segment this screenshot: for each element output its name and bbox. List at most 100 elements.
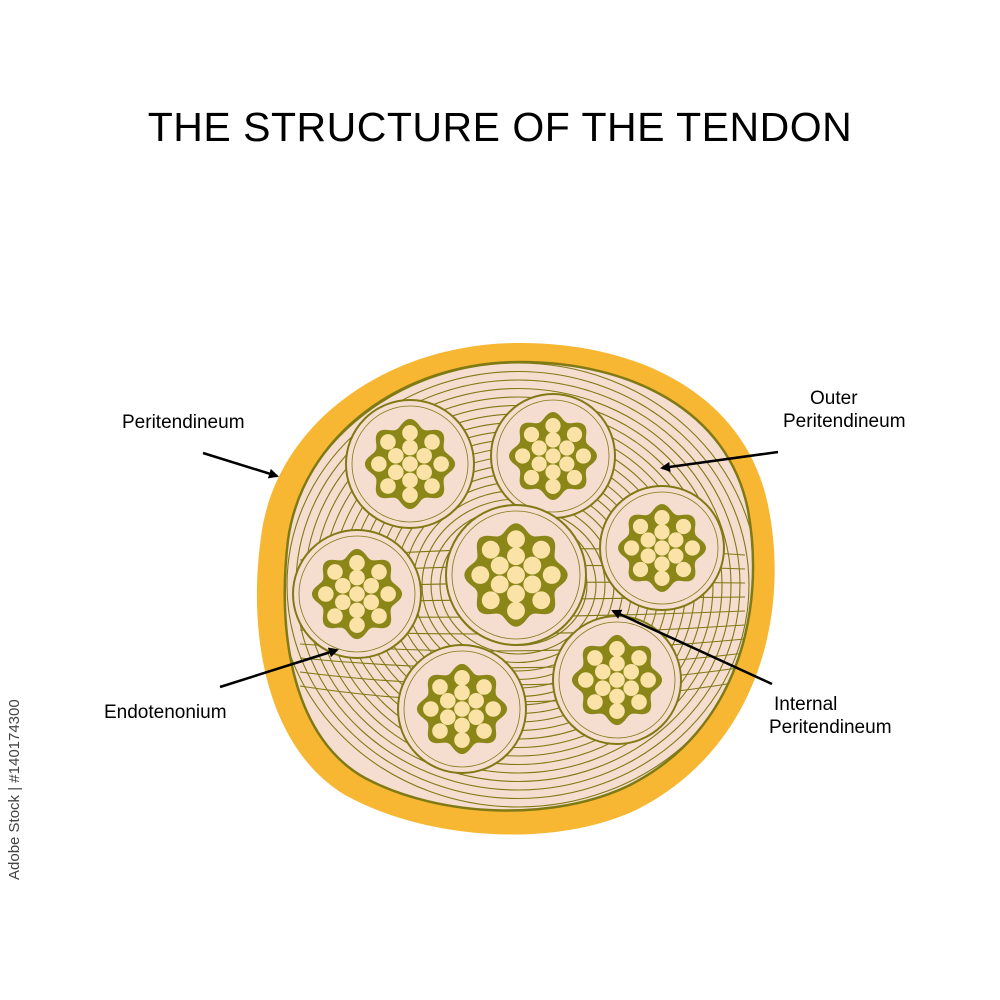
fibril — [587, 650, 603, 666]
fibril — [531, 440, 547, 456]
fibril — [423, 701, 439, 717]
fibril — [566, 426, 583, 443]
fibril — [454, 670, 470, 686]
fibril — [440, 709, 456, 725]
fiber-line — [286, 370, 750, 800]
label-peritendineum: Peritendineum — [122, 412, 245, 433]
fibril — [523, 575, 542, 594]
fibril — [515, 448, 531, 464]
fibril — [485, 701, 501, 717]
fibril — [507, 547, 525, 566]
fibril — [432, 679, 448, 695]
fibril — [632, 561, 649, 578]
label-outer-line2: Peritendineum — [783, 411, 906, 432]
fibril — [363, 578, 379, 594]
fibril — [609, 688, 625, 705]
fibril — [424, 434, 440, 450]
fibril — [545, 448, 561, 464]
fibril — [402, 487, 418, 503]
fascicle — [490, 393, 616, 519]
fibril — [654, 509, 670, 526]
fibril — [402, 472, 418, 489]
fascicle — [397, 644, 527, 774]
fibril — [424, 478, 440, 494]
fibril — [468, 709, 484, 725]
fibril — [654, 570, 670, 587]
sheath-ring — [451, 510, 581, 640]
label-outer-peritendineum: Outer Peritendineum — [783, 387, 906, 433]
fibril — [388, 464, 404, 480]
fibril — [349, 617, 365, 633]
fibril — [640, 672, 656, 688]
sheath-ring — [351, 405, 469, 523]
fascicle — [345, 399, 475, 529]
fibril — [318, 586, 334, 602]
fibril — [640, 548, 656, 564]
stock-watermark: Adobe Stock | #140174300 — [6, 699, 23, 880]
fibril — [416, 448, 432, 464]
fibril — [624, 540, 640, 556]
fibril — [402, 425, 418, 441]
fibrils — [578, 641, 656, 719]
fibril — [668, 548, 684, 564]
fibril — [675, 518, 692, 535]
fibril — [684, 540, 701, 556]
fibril — [481, 591, 500, 610]
fibril — [609, 655, 625, 672]
sheath-ring — [605, 491, 719, 605]
fibrils — [471, 530, 561, 620]
arrow-internal-peritendineum — [611, 609, 773, 686]
fibril — [380, 586, 396, 602]
fibril — [609, 703, 625, 719]
fibril — [532, 591, 551, 610]
fibril — [454, 717, 470, 734]
fibrils — [371, 425, 449, 503]
fibrils — [423, 670, 501, 748]
fibril — [363, 594, 379, 610]
fibril — [654, 540, 670, 556]
fibril — [335, 578, 351, 594]
fibril — [327, 608, 343, 624]
fibril — [507, 530, 525, 549]
fibril — [587, 694, 603, 710]
arrow-peritendineum — [202, 451, 279, 479]
fibril — [349, 602, 365, 619]
fibril — [402, 456, 418, 472]
fibril — [416, 464, 432, 480]
fibril — [380, 478, 396, 494]
label-internal-line2: Peritendineum — [769, 717, 892, 738]
fibril — [559, 456, 575, 472]
fibril — [476, 679, 492, 695]
fibril — [481, 540, 500, 559]
page-title: THE STRUCTURE OF THE TENDON — [147, 104, 853, 150]
fibril — [609, 641, 625, 657]
fibril — [327, 564, 343, 580]
fibril — [523, 426, 540, 443]
fibril — [471, 566, 490, 584]
fibril — [371, 608, 387, 624]
fibril — [433, 456, 449, 472]
fibril — [476, 723, 492, 739]
fibril — [349, 569, 365, 586]
fibril — [631, 650, 647, 666]
fibril — [575, 448, 592, 464]
fibril — [349, 555, 365, 571]
fibril — [507, 584, 525, 603]
fibril — [668, 532, 684, 548]
fibrils — [624, 509, 701, 587]
label-internal-line1: Internal — [774, 694, 838, 715]
fibril — [578, 672, 594, 688]
fibril — [595, 680, 611, 696]
fascicle — [445, 504, 587, 646]
fibril — [468, 693, 484, 709]
fibril — [623, 664, 639, 680]
fibril — [454, 701, 470, 717]
fibril — [490, 556, 509, 575]
fibril — [640, 532, 656, 548]
fibril — [349, 586, 365, 602]
fibril — [542, 566, 561, 584]
fibril — [454, 732, 470, 748]
fibril — [545, 478, 561, 494]
label-arrows — [202, 450, 779, 689]
fibril — [507, 601, 525, 620]
